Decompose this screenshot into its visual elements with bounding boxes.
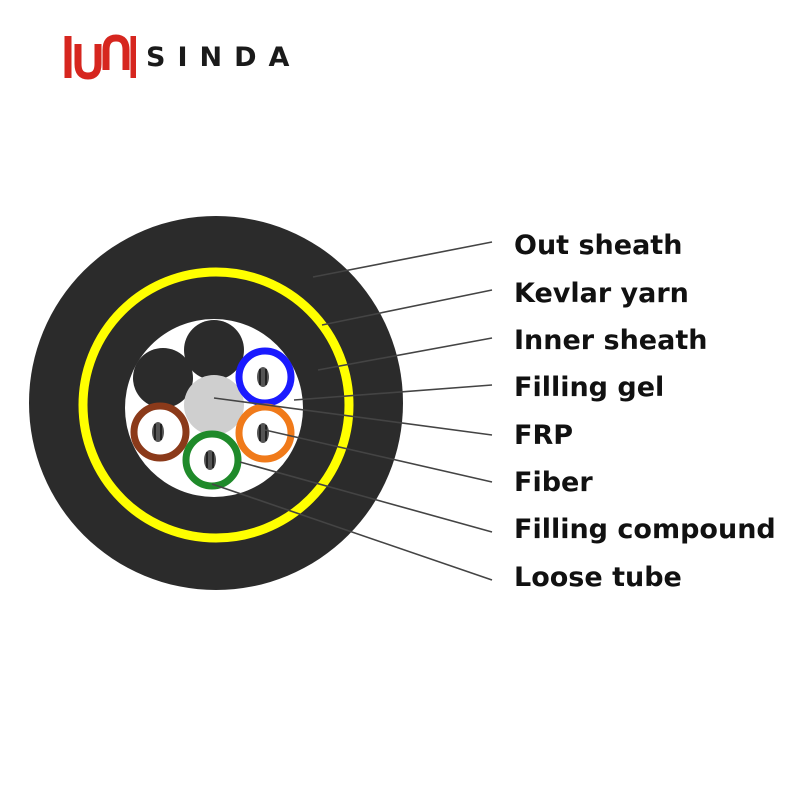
label-loose-tube: Loose tube: [514, 562, 682, 593]
leader-fiber: [264, 429, 493, 483]
leader-filling-compound: [239, 461, 493, 533]
label-kevlar-yarn: Kevlar yarn: [514, 278, 689, 309]
leader-out-sheath: [312, 241, 493, 278]
cable-cross-section: [29, 216, 403, 590]
filler-rod-left: [133, 348, 193, 408]
brand-name: SINDA: [146, 41, 302, 73]
label-frp: FRP: [514, 420, 573, 451]
loose-tube-blue: [235, 347, 295, 407]
loose-tube-orange: [235, 403, 295, 463]
leader-kevlar-yarn: [321, 289, 493, 326]
frp-center: [184, 375, 244, 435]
label-fiber: Fiber: [514, 467, 593, 498]
leader-lines: [211, 241, 493, 581]
label-out-sheath: Out sheath: [514, 230, 682, 261]
label-filling-compound: Filling compound: [514, 514, 776, 545]
label-inner-sheath: Inner sheath: [514, 325, 707, 356]
sinda-logo-icon: [64, 34, 136, 80]
leader-loose-tube: [211, 483, 493, 581]
label-filling-gel: Filling gel: [514, 372, 664, 403]
kevlar-yarn-ring: [78, 267, 354, 543]
loose-tube-brown: [130, 402, 190, 462]
labels: Out sheath Kevlar yarn Inner sheath Fill…: [514, 230, 776, 593]
filler-rod-top: [184, 320, 244, 380]
brand-logo: SINDA: [62, 34, 301, 80]
leader-filling-gel: [293, 384, 493, 401]
leader-frp: [213, 397, 493, 436]
loose-tube-green: [182, 430, 242, 490]
leader-inner-sheath: [317, 337, 493, 371]
